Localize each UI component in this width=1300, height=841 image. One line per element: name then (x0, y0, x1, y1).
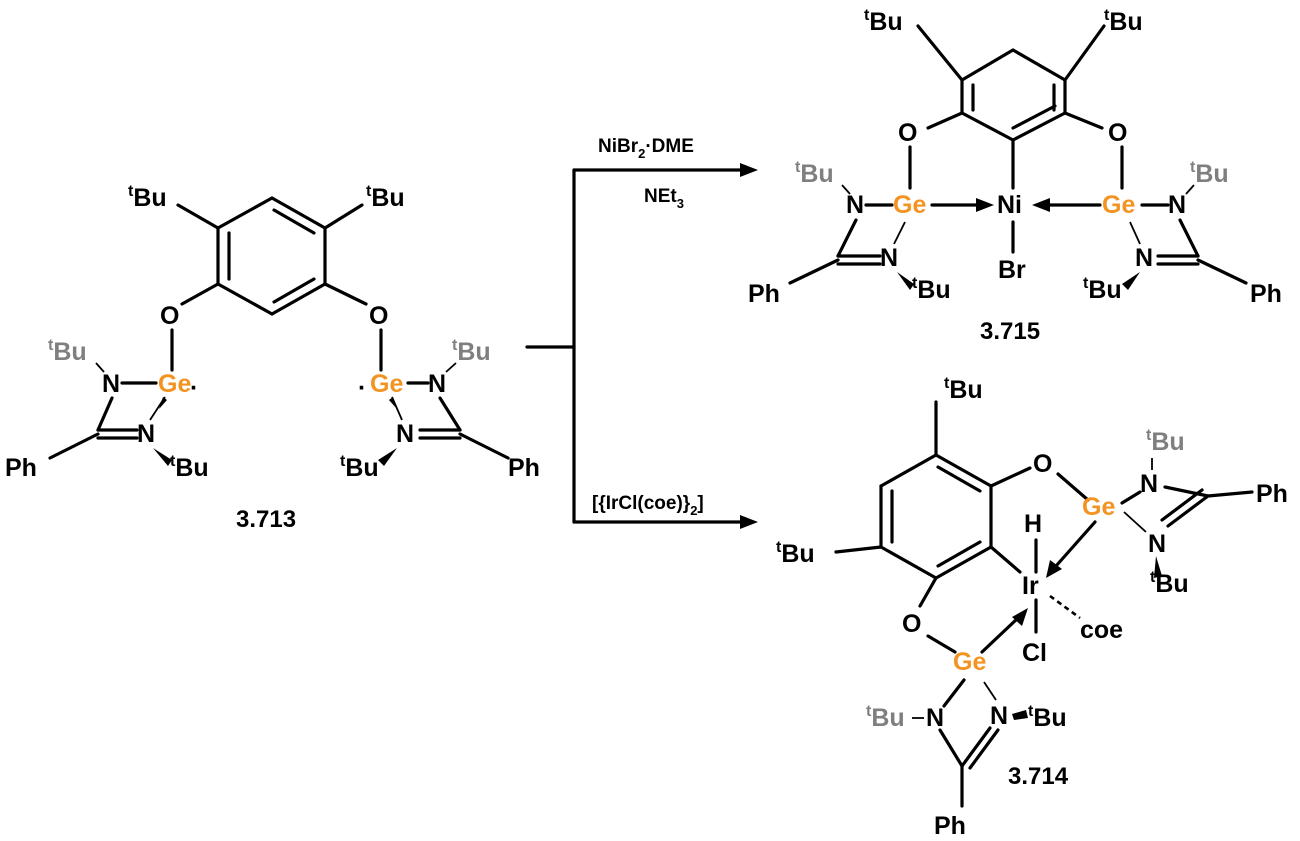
compound-label-3-714: 3.714 (1008, 763, 1069, 790)
benzene-ring-3-715 (960, 48, 1067, 142)
reagent-ircl-coe: [{IrCl(coe)}2] (592, 493, 704, 518)
tbu-ring-right-3-713: tBu (366, 183, 405, 212)
iridium-atom: Ir (1022, 572, 1039, 600)
germanium-left-3-713: Ge (158, 370, 191, 398)
tbu-ring-left-3-714: tBu (776, 539, 815, 568)
oxygen-left-3-713: O (160, 302, 179, 330)
tbu-ring-right-3-715: tBu (1104, 7, 1143, 36)
compound-label-3-715: 3.715 (980, 318, 1040, 345)
nitrogen-lower-right-3-715: N (1135, 244, 1153, 272)
benzene-ring-3-713 (216, 196, 327, 316)
phenyl-left-3-713: Ph (5, 454, 37, 482)
nitrogen-lower-left-3-715: N (880, 244, 898, 272)
compound-label-3-713: 3.713 (236, 506, 296, 533)
ge-radical-dot-left: · (190, 374, 198, 402)
tbu-n-upper-left-3-713: tBu (48, 337, 87, 366)
nitrogen-lower-left-3-713: N (137, 420, 155, 448)
phenyl-upper-3-714: Ph (1256, 480, 1288, 508)
germanium-right-3-713: Ge (370, 370, 403, 398)
germylene-left-3-713: Ge · N tBu N tBu Ph (5, 337, 209, 482)
germanium-upper-3-714: Ge (1082, 493, 1115, 521)
germanium-left-3-715: Ge (893, 191, 926, 219)
tbu-n-upper-right-3-713: tBu (452, 337, 491, 366)
ge-radical-dot-right: · (358, 374, 366, 402)
compound-3-713: tBu tBu O O Ge · N tBu N tBu Ph (5, 183, 540, 533)
phenyl-left-3-715: Ph (748, 280, 780, 308)
compound-3-714: tBu tBu O O Ir H Cl coe Ge N tBu N tBu P… (776, 375, 1288, 840)
reagent-net3: NEt3 (644, 186, 684, 211)
tbu-n-upper-3-714: tBu (1146, 427, 1185, 456)
germylene-right-3-713: · Ge N tBu N tBu Ph (340, 337, 540, 482)
germanium-right-3-715: Ge (1102, 191, 1135, 219)
phenyl-right-3-715: Ph (1250, 280, 1282, 308)
oxygen-left-3-715: O (898, 119, 917, 147)
nitrogen-lower-3-714: N (1148, 530, 1166, 558)
tbu-ring-top-3-714: tBu (944, 375, 983, 404)
coe-ligand: coe (1080, 616, 1123, 644)
nitrogen-upper-left-3-715: N (846, 191, 864, 219)
phenyl-lower-3-714: Ph (934, 812, 966, 840)
reaction-arrows: NiBr2·DME NEt3 [{IrCl(coe)}2] (525, 136, 758, 529)
compound-3-715: tBu tBu O O Ni Br Ge N tBu N tBu Ph Ge (748, 7, 1282, 345)
nickel-atom: Ni (997, 191, 1022, 219)
nitrogen-left-3-714: N (926, 704, 944, 732)
nitrogen-right-3-714: N (990, 702, 1008, 730)
chloride-atom: Cl (1022, 639, 1047, 667)
benzene-ring-3-714 (879, 453, 993, 580)
hydride-atom: H (1024, 510, 1042, 538)
oxygen-right-3-713: O (369, 302, 388, 330)
tbu-n-left-3-714: tBu (866, 703, 905, 732)
reagent-nibr2-dme: NiBr2·DME (598, 136, 694, 161)
tbu-n-right-3-714: tBu (1028, 703, 1067, 732)
nitrogen-upper-right-3-715: N (1168, 191, 1186, 219)
nitrogen-lower-right-3-713: N (396, 420, 414, 448)
tbu-n-lower-right-3-713: tBu (340, 453, 379, 482)
oxygen-right-3-715: O (1108, 119, 1127, 147)
tbu-n-lower-3-714: tBu (1150, 569, 1189, 598)
nitrogen-upper-right-3-713: N (428, 370, 446, 398)
nitrogen-upper-3-714: N (1140, 470, 1158, 498)
nitrogen-upper-left-3-713: N (102, 370, 120, 398)
phenyl-right-3-713: Ph (508, 454, 540, 482)
tbu-n-lower-left-3-713: tBu (170, 453, 209, 482)
oxygen-upper-3-714: O (1033, 450, 1052, 478)
tbu-n-right-3-715: tBu (1190, 159, 1229, 188)
bromine-atom: Br (998, 256, 1026, 284)
tbu-n-lower-left-3-715: tBu (912, 275, 951, 304)
tbu-ring-left-3-715: tBu (864, 7, 903, 36)
tbu-n-lower-right-3-715: tBu (1083, 275, 1122, 304)
tbu-n-left-3-715: tBu (795, 159, 834, 188)
oxygen-lower-3-714: O (902, 610, 921, 638)
tbu-ring-left-3-713: tBu (128, 183, 167, 212)
